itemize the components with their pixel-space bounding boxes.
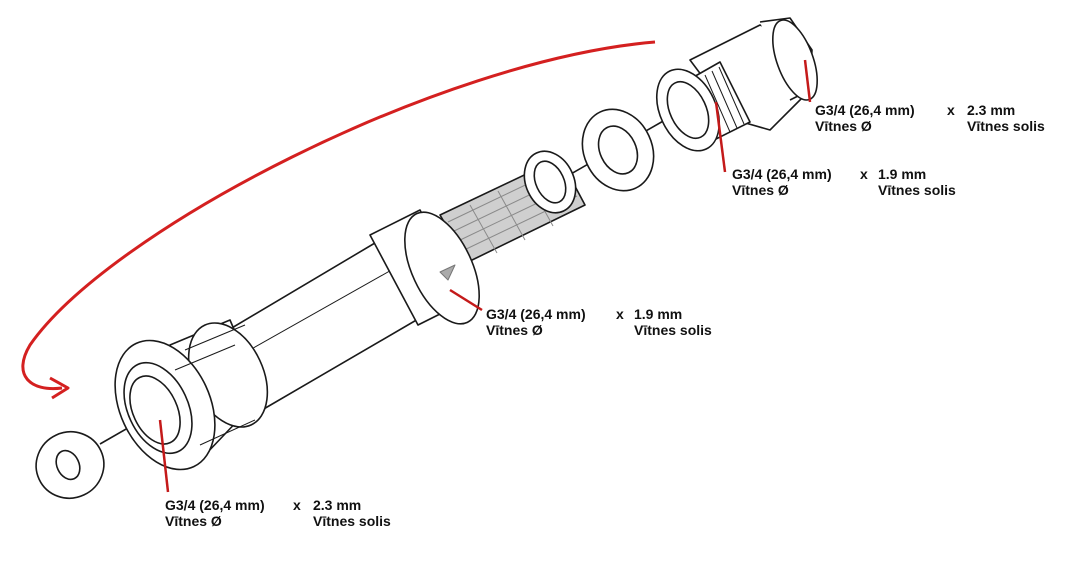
times-sign: x: [947, 102, 955, 118]
thread-size: G3/4 (26,4 mm): [815, 102, 915, 118]
thread-diameter-label: Vītnes Ø: [732, 182, 789, 198]
hex-nipple-fitting: [655, 17, 818, 152]
thread-size: G3/4 (26,4 mm): [732, 166, 832, 182]
thread-pitch: 2.3 mm: [967, 102, 1016, 118]
washer-large: [581, 108, 655, 192]
thread-pitch-label: Vītnes solis: [878, 182, 956, 198]
thread-pitch: 1.9 mm: [878, 166, 927, 182]
thread-pitch-label: Vītnes solis: [313, 513, 391, 529]
times-sign: x: [293, 497, 301, 513]
swap-arrow: [21, 40, 656, 400]
thread-diameter-label: Vītnes Ø: [486, 322, 543, 338]
thread-diameter-label: Vītnes Ø: [815, 118, 872, 134]
thread-size: G3/4 (26,4 mm): [165, 497, 265, 513]
callout-nut-top: G3/4 (26,4 mm) x 2.3 mm Vītnes Ø Vītnes …: [815, 102, 1045, 134]
thread-pitch-label: Vītnes solis: [634, 322, 712, 338]
times-sign: x: [860, 166, 868, 182]
washer-small: [35, 431, 105, 499]
thread-pitch: 2.3 mm: [313, 497, 362, 513]
thread-pitch-label: Vītnes solis: [967, 118, 1045, 134]
callout-union-nut: G3/4 (26,4 mm) x 2.3 mm Vītnes Ø Vītnes …: [165, 497, 391, 529]
leader-lines: [158, 59, 812, 493]
callout-housing: G3/4 (26,4 mm) x 1.9 mm Vītnes Ø Vītnes …: [486, 306, 712, 338]
callout-nipple-top: G3/4 (26,4 mm) x 1.9 mm Vītnes Ø Vītnes …: [732, 166, 956, 198]
union-nut: [114, 319, 269, 471]
thread-diameter-label: Vītnes Ø: [165, 513, 222, 529]
thread-pitch: 1.9 mm: [634, 306, 683, 322]
times-sign: x: [616, 306, 624, 322]
thread-size: G3/4 (26,4 mm): [486, 306, 586, 322]
